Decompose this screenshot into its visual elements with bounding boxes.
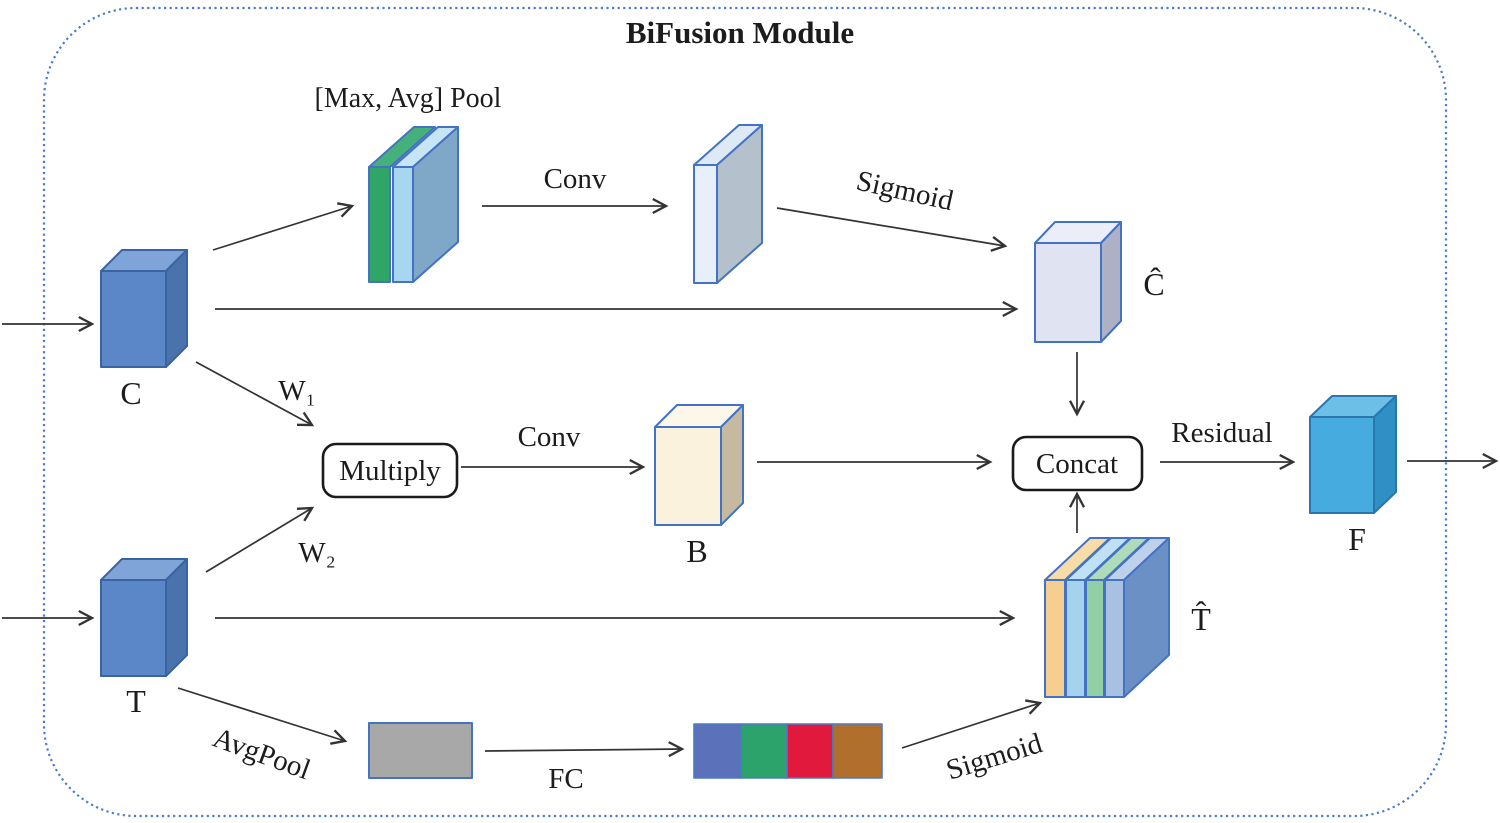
arrows: [2, 197, 1499, 758]
that-label: T̂: [1191, 601, 1211, 637]
f-label: F: [1348, 521, 1366, 557]
chat-tensor: [1034, 221, 1122, 343]
pool-lightblue-front: [392, 166, 414, 283]
arrow-w2-to-multiply: [205, 506, 315, 573]
avgpool-label: AvgPool: [209, 722, 315, 787]
b-tensor-front: [654, 426, 722, 526]
module-title: BiFusion Module: [626, 15, 854, 50]
concat-node: [1011, 435, 1144, 492]
that-stack: [1044, 537, 1170, 698]
t-tensor: [100, 558, 188, 677]
c-tensor-side: [165, 249, 188, 368]
conv-slab-front: [693, 164, 718, 284]
that-orange-front: [1044, 579, 1066, 698]
bar-segment-green: [740, 723, 788, 779]
fc-label: FC: [548, 763, 583, 795]
f-tensor-front: [1309, 416, 1375, 514]
pool-label: [Max, Avg] Pool: [315, 83, 502, 114]
b-tensor: [654, 404, 744, 526]
conv-mid-label: Conv: [518, 421, 581, 453]
t-tensor-side: [165, 558, 188, 677]
b-label: B: [686, 533, 707, 569]
multiply-label: Multiply: [339, 455, 441, 487]
maxavg-pool-stack: [368, 126, 459, 283]
bar-segment-brown: [832, 723, 883, 779]
t-label: T: [126, 683, 146, 719]
arrow-fc-to-bar: [484, 741, 685, 758]
pool-green-front: [368, 166, 391, 283]
arrow-w1-to-multiply: [195, 361, 315, 427]
conv-top-label: Conv: [544, 163, 607, 195]
c-tensor: [100, 249, 188, 368]
sigmoid-bottom-label: Sigmoid: [943, 727, 1047, 786]
residual-label: Residual: [1171, 417, 1273, 449]
w1-label: W₁: [278, 375, 315, 407]
multiply-node: [321, 442, 459, 499]
channel-vector-bar: [693, 723, 883, 779]
b-tensor-side: [720, 404, 744, 526]
bar-segment-red: [786, 723, 834, 779]
c-label: C: [120, 375, 141, 411]
t-tensor-front: [100, 579, 167, 677]
sigmoid-top-label: Sigmoid: [853, 165, 956, 218]
w2-label: W₂: [298, 537, 335, 569]
bar-segment-blue: [693, 723, 742, 779]
arrow-sigmoid-to-that: [901, 699, 1043, 749]
that-green-front: [1085, 579, 1105, 698]
chat-label: Ĉ: [1143, 266, 1164, 302]
module-border: [42, 6, 1448, 818]
c-tensor-front: [100, 270, 167, 368]
arrow-sigmoid-to-chat: [776, 207, 1008, 252]
chat-tensor-side: [1100, 221, 1122, 343]
f-tensor: [1309, 395, 1397, 514]
chat-tensor-front: [1034, 242, 1102, 343]
conv-slab: [693, 124, 763, 284]
concat-label: Concat: [1036, 448, 1118, 480]
f-tensor-side: [1373, 395, 1397, 514]
that-bluegray-front: [1104, 579, 1125, 698]
avgpool-map: [368, 722, 473, 779]
arrow-c-to-pool: [212, 202, 355, 251]
arrow-avgpool-to-gray: [177, 687, 348, 745]
that-lightblue-front: [1065, 579, 1086, 698]
